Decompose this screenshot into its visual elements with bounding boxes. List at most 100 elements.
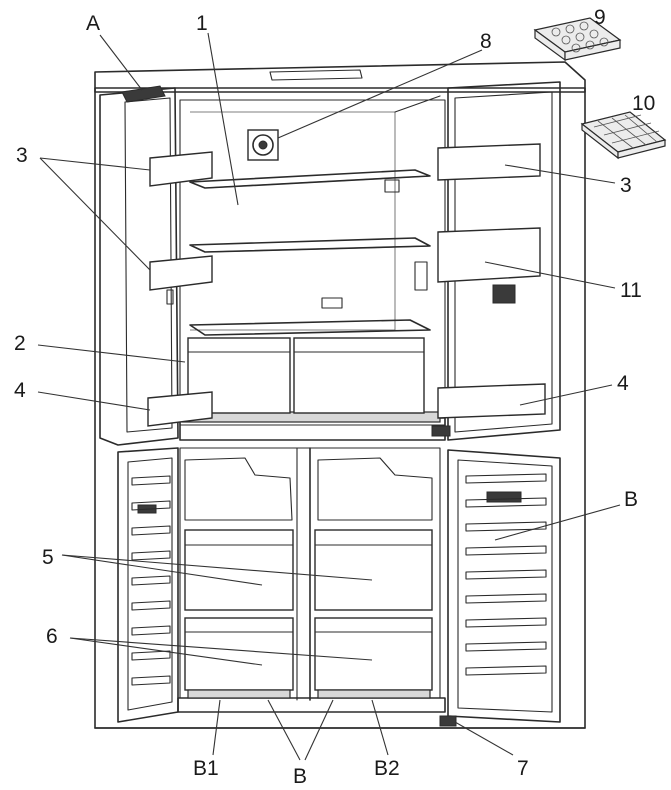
fan-hub [258,140,268,150]
callout-3-left: 3 [16,144,28,167]
leader-6-a [69,637,263,666]
egg-tray [533,17,622,62]
shelf-upper-edge [204,175,431,189]
egg-tray-front [564,39,621,61]
callout-B1: B1 [193,757,219,780]
right-door-bin-lower [437,383,546,419]
right-door-bin-upper [437,143,541,181]
shelf-middle [189,237,431,253]
left-freezer-door [117,447,179,723]
egg-slot [589,29,599,39]
leader-6-b [69,637,373,661]
freezer-door-shelf [465,641,547,652]
shelf-bracket-2 [414,261,428,291]
egg-slot [599,37,609,47]
adjustable-foot [439,715,457,727]
grille-b1 [187,689,291,699]
grille-b2 [317,689,431,699]
leader-B1 [212,699,221,756]
right-freezer-door-panel [447,449,561,723]
callout-10: 10 [632,92,655,115]
egg-slot [571,43,581,53]
left-freezer-door-shelves [131,475,171,686]
door-clip [166,289,174,305]
callout-4-left: 4 [14,379,26,402]
callout-11: 11 [620,279,642,302]
leader-5-b [61,554,373,581]
egg-slot [561,35,571,45]
callout-1: 1 [196,12,208,35]
callout-2: 2 [14,332,26,355]
freezer-door-shelf [465,569,547,580]
ice-tray-grid [593,114,660,149]
leader-4-right [519,384,613,406]
leader-B-bottom-a [267,699,301,761]
callout-labels: A 1 8 9 10 3 3 11 2 4 4 5 6 B B1 B B2 7 [14,6,655,788]
shelves [189,169,431,336]
leader-5-a [61,554,263,586]
freezer-drawer-lower-right [314,617,433,691]
shelf-lower [189,319,431,336]
freezer-door-shelf [465,665,547,676]
callout-B-bottom: B [293,765,307,788]
freezer-drawer-lower-left [184,617,294,691]
left-fridge-door [99,85,213,446]
door-switch [431,425,451,437]
fan-circle [252,134,274,156]
right-door-liner [454,91,553,433]
leader-7 [454,721,514,756]
back-corner [394,95,441,113]
left-freezer-door-panel [117,447,179,723]
freezer-door-shelf [131,675,171,686]
freezer-door-shelf [131,625,171,636]
hinge-a [121,85,166,103]
callout-5: 5 [42,546,54,569]
freezer-door-shelf [131,500,171,511]
fan-module [247,129,279,161]
shelf-bracket-1 [384,179,400,193]
egg-slot [579,21,589,31]
freezer-door-shelf [465,593,547,604]
shelf-middle-edge [204,245,431,253]
shelf-upper [189,169,431,189]
left-door-bin-lower [147,391,213,427]
freezer-door-shelf [131,575,171,586]
crisper-right [293,337,425,414]
leader-B2 [371,699,389,756]
freezer-door-shelf [131,600,171,611]
leader-1 [207,32,239,206]
callout-B2: B2 [374,757,400,780]
callout-4-right: 4 [617,372,629,395]
right-freezer-door-liner [457,459,553,713]
leader-2 [37,344,186,363]
freezer-door-shelf [131,650,171,661]
freezer-door-shelf [465,521,547,532]
egg-slot [551,27,561,37]
leader-4-left [37,391,151,411]
leader-lines [37,32,621,761]
leader-B-right [494,504,621,541]
leader-3-left-a [39,157,151,171]
icemaker-right [317,457,433,521]
back-wall [190,111,396,331]
ice-tray [580,111,667,160]
leader-3-left-b [39,157,151,271]
left-door-bin-upper [149,151,213,187]
left-door-bin-middle [149,255,213,291]
right-door-bin-middle [437,227,541,283]
freezer-door-shelf [465,545,547,556]
freezer-door-shelf [131,475,171,486]
callout-9: 9 [594,6,606,29]
egg-slot [585,40,595,50]
crisper-drawers [187,337,425,414]
leader-11 [484,261,616,289]
egg-slot [565,24,575,34]
callout-8: 8 [480,30,492,53]
callout-A: A [86,12,100,35]
callout-3-right: 3 [620,174,632,197]
icemaker-left [184,457,293,521]
right-freezer-display [486,491,522,503]
right-freezer-door-shelves [465,473,547,676]
freezer-door-shelf [465,617,547,628]
